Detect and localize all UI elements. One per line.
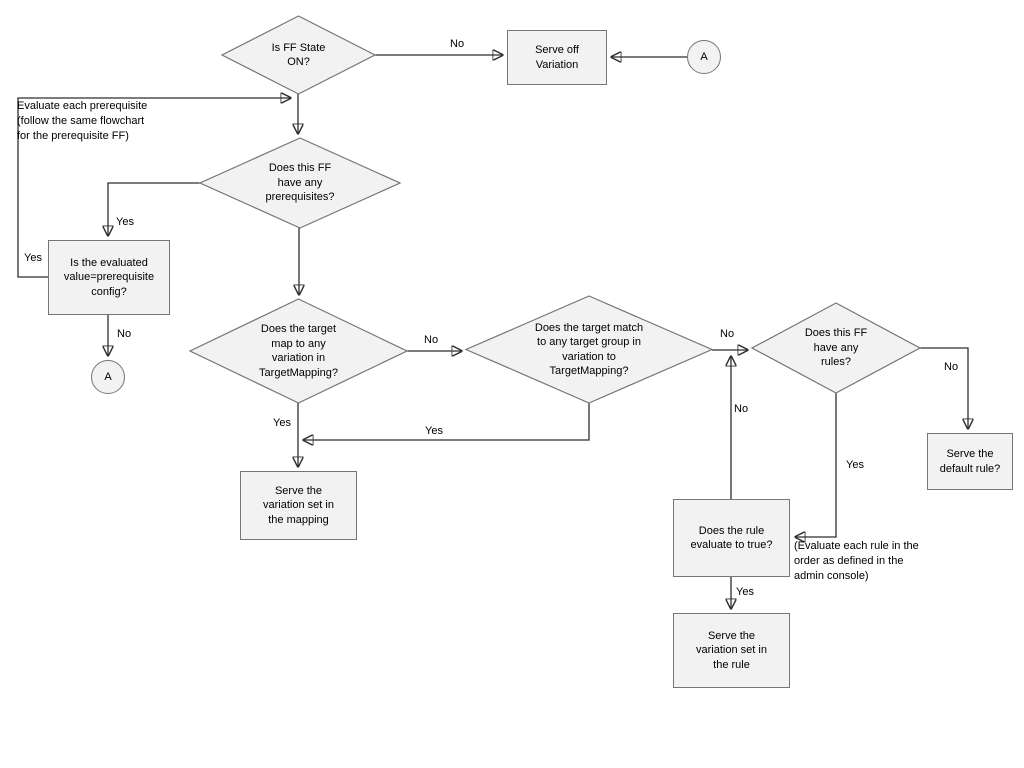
decision-prerequisites-label: Does this FF have any prerequisites? (265, 162, 335, 204)
edge-label-target-mapping-no: No (424, 334, 439, 346)
decision-target-mapping: Does the target map to any variation in … (190, 299, 407, 403)
edge-label-target-mapping-yes: Yes (273, 417, 291, 429)
edge-label-ff-state-no: No (450, 38, 465, 50)
diamond-shape (752, 303, 920, 393)
edge-label-target-group-yes: Yes (425, 425, 443, 437)
edge-label-prerequisites-yes: Yes (116, 216, 134, 228)
edge-evaluated-yes-loop (17, 98, 290, 278)
diamond-shape (222, 16, 375, 94)
process-rule-evaluate: Does the rule evaluate to true? (673, 499, 790, 577)
process-serve-off-variation: Serve off Variation (507, 30, 607, 85)
decision-target-mapping-label: Does the target map to any variation in … (259, 323, 338, 379)
edge-prerequisites-yes (108, 182, 200, 235)
process-evaluated-value: Is the evaluated value=prerequisite conf… (48, 240, 170, 315)
edge-label-rules-no: No (944, 361, 959, 373)
edge-rules-no (920, 347, 968, 428)
edge-target-group-yes (304, 403, 590, 440)
process-serve-default-rule-label: Serve the default rule? (939, 448, 1001, 475)
decision-ff-state: Is FF State ON? (222, 16, 375, 94)
diamond-shape (466, 296, 712, 403)
diamond-shape (190, 299, 407, 403)
decision-rules: Does this FF have any rules? (752, 303, 920, 393)
decision-rules-label: Does this FF have any rules? (804, 327, 868, 369)
decision-target-group-label: Does the target match to any target grou… (534, 321, 644, 378)
edge-label-target-group-no: No (720, 328, 735, 340)
connector-a-top-label: A (700, 50, 708, 63)
edge-label-evaluated-no: No (117, 328, 132, 340)
rules-note: (Evaluate each rule in the order as defi… (794, 540, 919, 582)
edge-rules-yes (796, 393, 837, 537)
decision-ff-state-label: Is FF State ON? (271, 41, 326, 69)
process-serve-off-variation-label: Serve off Variation (535, 44, 579, 71)
edge-label-rule-evaluate-no: No (734, 403, 749, 415)
connector-a-top: A (687, 40, 721, 74)
edge-label-evaluated-yes: Yes (24, 252, 42, 264)
connector-a-bottom: A (91, 360, 125, 394)
connector-a-bottom-label: A (104, 370, 112, 383)
edge-label-rules-yes: Yes (846, 459, 864, 471)
process-evaluated-value-label: Is the evaluated value=prerequisite conf… (63, 256, 155, 298)
decision-target-group: Does the target match to any target grou… (466, 296, 712, 403)
diamond-shape (200, 138, 400, 228)
process-serve-variation-rule: Serve the variation set in the rule (673, 613, 790, 688)
process-serve-variation-mapping: Serve the variation set in the mapping (240, 471, 357, 540)
process-serve-variation-mapping-label: Serve the variation set in the mapping (263, 484, 334, 526)
decision-prerequisites: Does this FF have any prerequisites? (200, 138, 400, 228)
prerequisite-note: Evaluate each prerequisite (follow the s… (17, 100, 148, 142)
process-serve-variation-rule-label: Serve the variation set in the rule (696, 629, 767, 671)
process-rule-evaluate-label: Does the rule evaluate to true? (690, 524, 773, 552)
process-serve-default-rule: Serve the default rule? (927, 433, 1013, 490)
edge-label-rule-evaluate-yes: Yes (736, 586, 754, 598)
